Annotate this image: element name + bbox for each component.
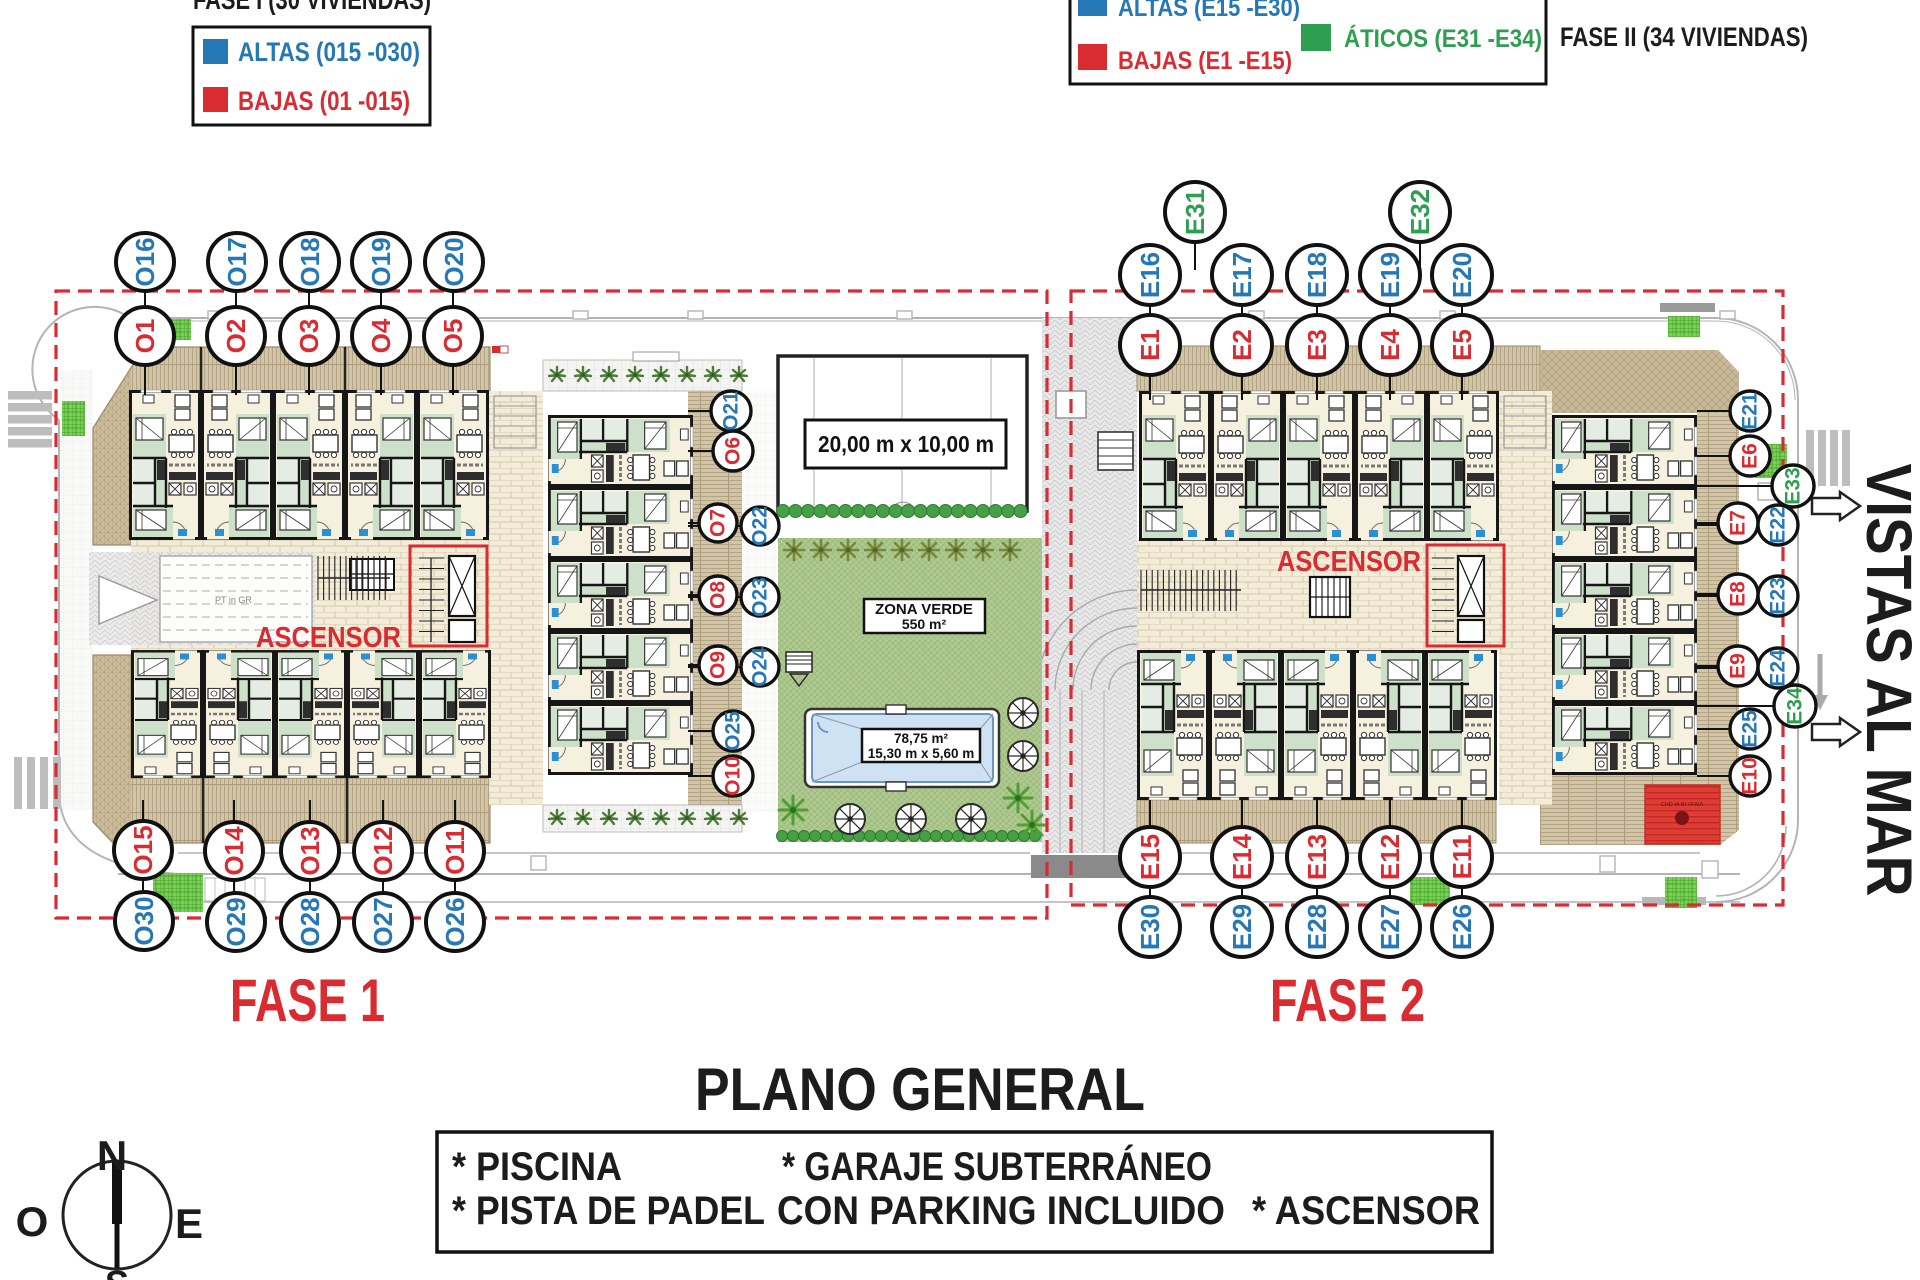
svg-text:O15: O15 [128,825,158,874]
svg-text:* PISTA DE PADEL: * PISTA DE PADEL [452,1189,765,1233]
svg-text:O24: O24 [749,647,772,687]
svg-text:E25: E25 [1739,710,1762,748]
svg-text:E28: E28 [1302,904,1332,950]
svg-text:E16: E16 [1135,252,1165,298]
svg-text:CON PARKING INCLUIDO: CON PARKING INCLUIDO [777,1189,1225,1233]
svg-text:ASCENSOR: ASCENSOR [256,622,401,654]
svg-text:E17: E17 [1227,252,1257,298]
svg-text:ALTAS (E15 -E30): ALTAS (E15 -E30) [1118,0,1300,22]
svg-text:N: N [97,1132,127,1179]
svg-text:O13: O13 [295,826,325,875]
svg-text:O2: O2 [221,319,251,354]
svg-text:O19: O19 [366,237,396,286]
svg-text:15,30 m x 5,60 m: 15,30 m x 5,60 m [868,746,975,761]
svg-text:ZONA VERDE: ZONA VERDE [875,601,973,618]
svg-text:E27: E27 [1375,904,1405,950]
svg-text:E2: E2 [1227,329,1257,361]
svg-text:E14: E14 [1227,833,1257,880]
svg-text:O10: O10 [722,756,745,796]
svg-text:FASE 2: FASE 2 [1270,967,1425,1034]
svg-text:E12: E12 [1375,834,1405,880]
svg-text:E22: E22 [1767,506,1790,543]
svg-text:VISTAS AL MAR: VISTAS AL MAR [1853,464,1920,897]
svg-text:O17: O17 [222,237,252,286]
svg-text:550 m²: 550 m² [902,616,947,632]
svg-text:O6: O6 [722,437,745,465]
svg-text:E7: E7 [1727,510,1750,536]
svg-text:FASE 1: FASE 1 [230,967,385,1034]
svg-text:PT in GR: PT in GR [215,595,252,605]
svg-text:O11: O11 [440,827,470,875]
svg-text:FASE II (34 VIVIENDAS): FASE II (34 VIVIENDAS) [1560,22,1808,52]
svg-text:ASCENSOR: ASCENSOR [1277,546,1421,578]
svg-text:BAJAS (01 -015): BAJAS (01 -015) [238,86,410,116]
svg-text:E10: E10 [1739,757,1762,794]
svg-text:O28: O28 [295,897,325,946]
svg-text:O22: O22 [749,506,772,546]
svg-text:E33: E33 [1782,467,1805,504]
svg-text:E21: E21 [1739,392,1762,430]
svg-text:* GARAJE SUBTERRÁNEO: * GARAJE SUBTERRÁNEO [782,1144,1212,1189]
svg-text:E24: E24 [1767,649,1790,687]
svg-text:O4: O4 [366,318,396,353]
svg-text:O23: O23 [749,577,772,617]
svg-text:O18: O18 [295,237,325,286]
svg-text:E9: E9 [1727,653,1750,679]
svg-text:E4: E4 [1375,329,1405,361]
svg-text:E29: E29 [1227,904,1257,950]
svg-text:S: S [105,1263,129,1280]
svg-text:O21: O21 [720,391,743,431]
svg-text:E23: E23 [1767,577,1790,614]
svg-text:O27: O27 [368,897,398,946]
svg-text:E8: E8 [1727,581,1750,607]
svg-text:E30: E30 [1135,904,1165,950]
svg-text:O3: O3 [294,319,324,354]
svg-text:E32: E32 [1405,189,1435,235]
svg-text:E5: E5 [1447,329,1477,361]
svg-text:E13: E13 [1302,834,1332,880]
svg-text:O8: O8 [707,581,730,609]
svg-text:78,75 m²: 78,75 m² [894,731,949,746]
svg-text:O14: O14 [219,826,249,876]
svg-text:ALTAS (015 -030): ALTAS (015 -030) [238,37,420,67]
svg-text:* ASCENSOR: * ASCENSOR [1252,1189,1480,1233]
svg-text:E11: E11 [1447,835,1477,880]
svg-text:E18: E18 [1302,252,1332,298]
svg-text:CHD-IA BI VFAIA: CHD-IA BI VFAIA [1661,802,1704,808]
svg-text:O25: O25 [722,711,745,751]
svg-text:O5: O5 [438,319,468,354]
svg-text:O16: O16 [130,237,160,286]
svg-text:O9: O9 [707,651,730,679]
svg-text:ÁTICOS (E31 -E34): ÁTICOS (E31 -E34) [1344,24,1542,53]
svg-text:E: E [175,1200,203,1247]
svg-text:O30: O30 [129,896,159,945]
svg-text:O20: O20 [439,237,469,286]
svg-text:E34: E34 [1784,687,1807,725]
svg-text:O26: O26 [440,897,470,946]
svg-text:E19: E19 [1375,252,1405,298]
svg-text:PLANO GENERAL: PLANO GENERAL [695,1056,1145,1123]
svg-text:O: O [16,1198,49,1245]
svg-text:O1: O1 [130,319,160,354]
svg-text:O29: O29 [221,897,251,946]
svg-text:FASE I (30 VIVIENDAS): FASE I (30 VIVIENDAS) [193,0,431,15]
svg-text:E3: E3 [1302,329,1332,361]
svg-text:BAJAS (E1 -E15): BAJAS (E1 -E15) [1118,47,1292,75]
svg-text:E20: E20 [1447,252,1477,298]
svg-text:E15: E15 [1135,834,1165,880]
svg-text:E1: E1 [1135,329,1165,361]
svg-text:O12: O12 [368,826,398,875]
svg-text:E26: E26 [1447,904,1477,950]
svg-text:E6: E6 [1739,443,1762,469]
svg-text:E31: E31 [1180,189,1210,235]
svg-text:20,00 m x 10,00 m: 20,00 m x 10,00 m [818,431,994,457]
svg-text:* PISCINA: * PISCINA [452,1145,622,1189]
svg-text:O7: O7 [707,509,730,537]
